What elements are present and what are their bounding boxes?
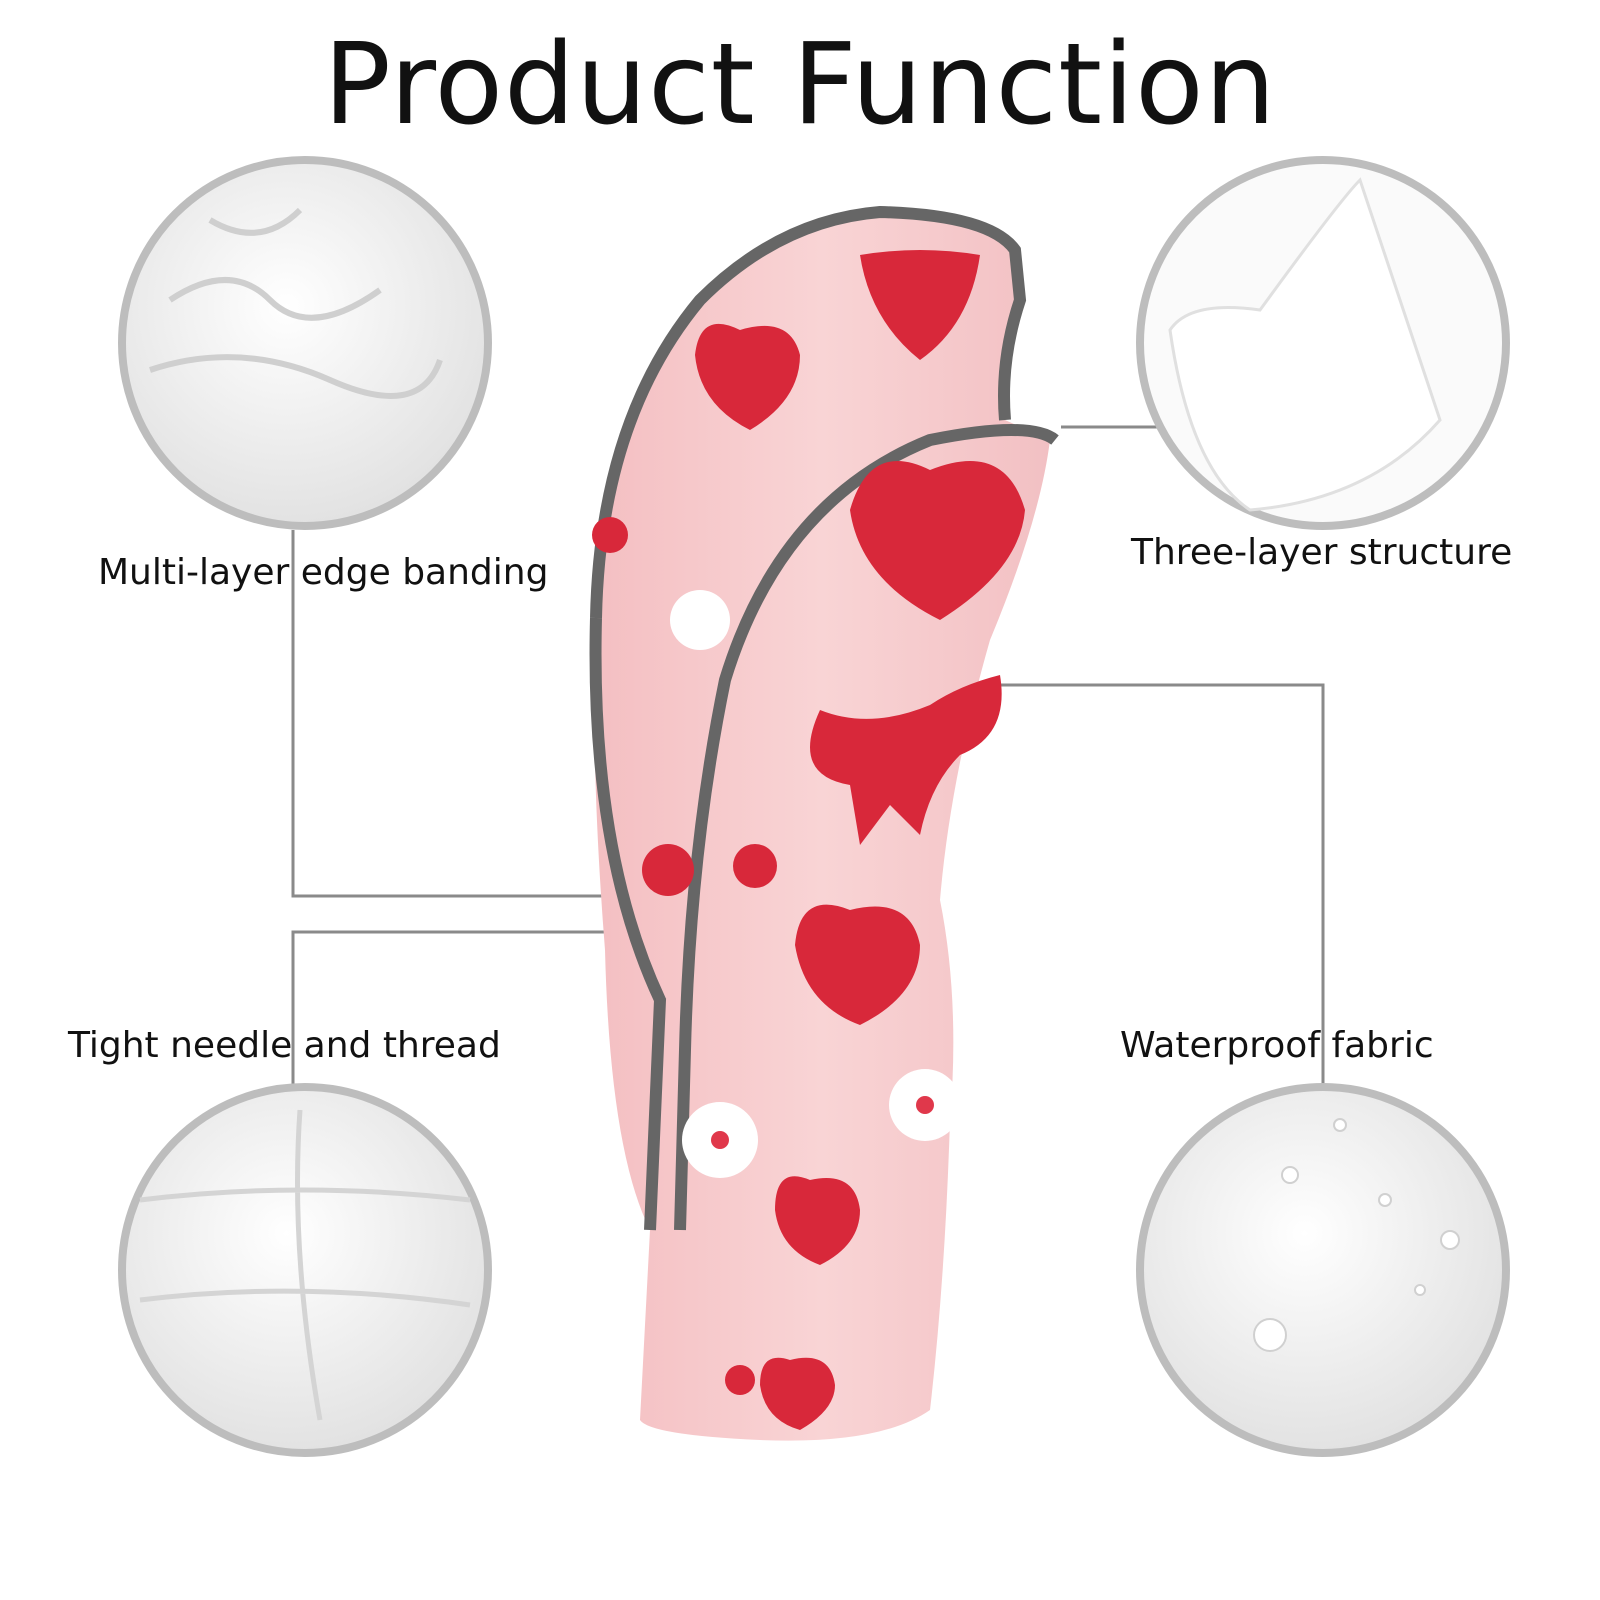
page-title: Product Function bbox=[323, 20, 1277, 150]
feature-label-three-layer: Three-layer structure bbox=[1131, 532, 1513, 573]
detail-circle-edge-banding bbox=[118, 156, 492, 530]
feature-label-waterproof: Waterproof fabric bbox=[1120, 1025, 1434, 1066]
detail-circle-three-layer bbox=[1136, 156, 1510, 530]
leader-lines bbox=[291, 425, 1325, 1087]
leader-line-waterproof bbox=[922, 683, 1325, 1087]
cherry-pattern bbox=[592, 250, 1025, 1430]
leader-line-edge-banding bbox=[291, 530, 608, 898]
feature-label-needle-thread: Tight needle and thread bbox=[68, 1025, 501, 1066]
detail-circle-needle-thread bbox=[118, 1083, 492, 1457]
feature-label-edge-banding: Multi-layer edge banding bbox=[98, 552, 549, 593]
head-cover-product bbox=[589, 205, 1059, 1441]
leader-line-needle-thread bbox=[291, 930, 608, 1087]
detail-circle-waterproof bbox=[1136, 1083, 1510, 1457]
